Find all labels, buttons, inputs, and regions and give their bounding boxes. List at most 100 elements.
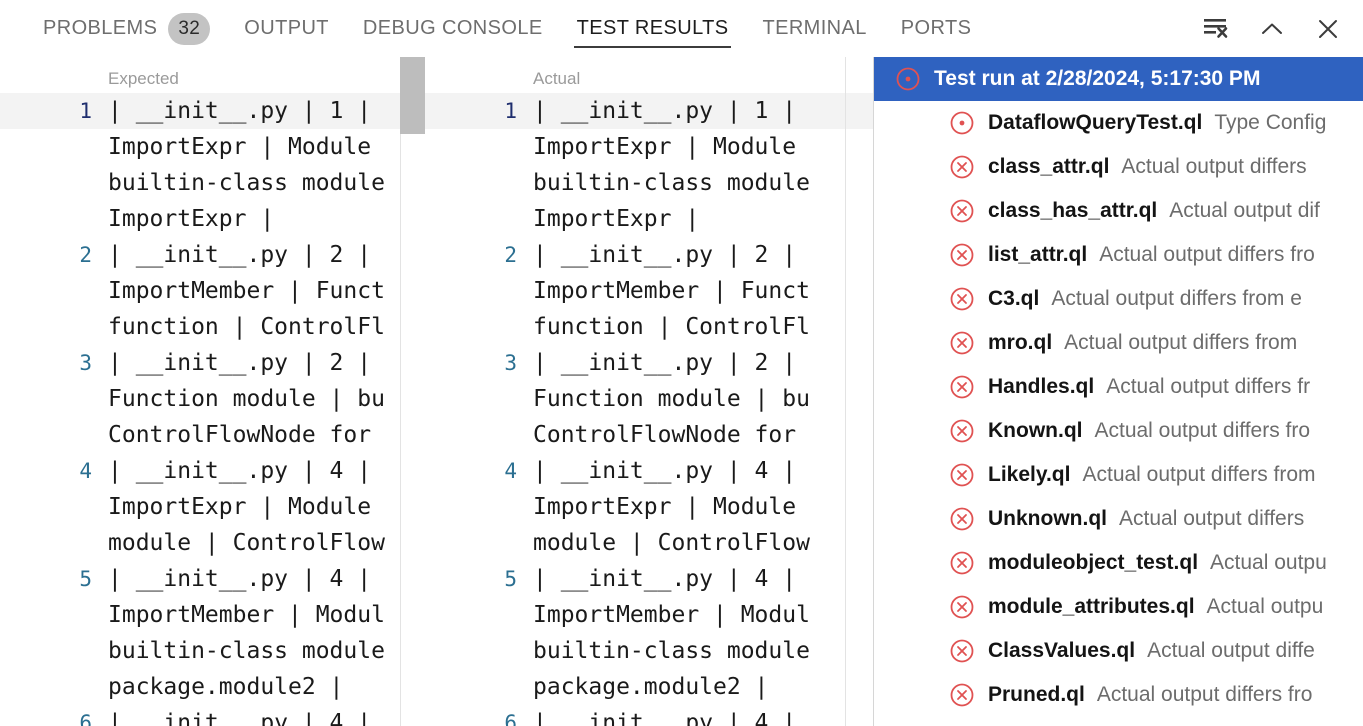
tab-debug-console[interactable]: DEBUG CONSOLE	[346, 0, 560, 57]
code-text: Function module | bu	[533, 386, 810, 412]
code-line: ImportExpr | Module	[0, 129, 425, 165]
code-text: ImportExpr | Module	[108, 134, 372, 160]
code-text: | __init__.py | 2 |	[533, 350, 797, 376]
test-item-class-attr-ql[interactable]: class_attr.ql Actual output differs	[874, 145, 1363, 189]
expected-diff-pane[interactable]: Expected 1| __init__.py | 1 |ImportExpr …	[0, 57, 425, 726]
circle-x-icon	[948, 373, 976, 401]
line-number: 6	[504, 711, 517, 726]
test-item-name: mro.ql	[988, 331, 1053, 354]
circle-x-icon	[948, 241, 976, 269]
code-line: ImportExpr | Module	[425, 489, 873, 525]
code-text: module | ControlFlow	[533, 530, 810, 556]
code-text: package.module2 |	[533, 674, 769, 700]
code-line: package.module2 |	[425, 669, 873, 705]
code-line: ImportMember | Modul	[0, 597, 425, 633]
code-text: package.module2 |	[108, 674, 344, 700]
code-text: function | ControlFl	[533, 314, 810, 340]
code-text: builtin-class module	[108, 638, 385, 664]
test-item-name: Likely.ql	[988, 463, 1071, 486]
tab-test-results[interactable]: TEST RESULTS	[560, 0, 746, 57]
code-text: ImportMember | Funct	[533, 278, 810, 304]
code-line: ImportMember | Modul	[425, 597, 873, 633]
code-text: builtin-class module	[533, 170, 810, 196]
code-text: | __init__.py | 2 |	[533, 242, 797, 268]
code-line: 6| __init__.py | 4 |	[425, 705, 873, 726]
test-item-name: class_attr.ql	[988, 155, 1110, 178]
test-run-root-item[interactable]: Test run at 2/28/2024, 5:17:30 PM	[874, 57, 1363, 101]
panel-toolbar-actions	[1199, 0, 1345, 57]
code-line: 2| __init__.py | 2 |	[0, 237, 425, 273]
code-line: builtin-class module	[0, 633, 425, 669]
code-line: 1| __init__.py | 1 |	[425, 93, 873, 129]
actual-pane-title: Actual	[533, 69, 581, 88]
test-item-message: Actual output differs fro	[1099, 243, 1315, 266]
circle-x-icon	[948, 153, 976, 181]
test-item-message: Type Config	[1214, 111, 1327, 134]
line-number: 3	[79, 351, 92, 375]
code-line: 2| __init__.py | 2 |	[425, 237, 873, 273]
test-item-c3-ql[interactable]: C3.ql Actual output differs from e	[874, 277, 1363, 321]
test-item-message: Actual outpu	[1210, 551, 1327, 574]
circle-x-icon	[948, 461, 976, 489]
tab-output[interactable]: OUTPUT	[227, 0, 346, 57]
line-number: 1	[79, 99, 92, 123]
tab-label: PORTS	[900, 17, 972, 39]
code-text: ControlFlowNode for	[533, 422, 797, 448]
circle-x-icon	[948, 637, 976, 665]
code-text: function | ControlFl	[108, 314, 385, 340]
tab-ports[interactable]: PORTS	[884, 0, 989, 57]
actual-diff-pane[interactable]: Actual 1| __init__.py | 1 | ImportExpr | …	[425, 57, 873, 726]
code-line: 5| __init__.py | 4 |	[425, 561, 873, 597]
panel-body: Expected 1| __init__.py | 1 |ImportExpr …	[0, 57, 1363, 726]
code-text: | __init__.py | 2 |	[108, 242, 372, 268]
test-item-name: ClassValues.ql	[988, 639, 1136, 662]
test-item-message: Actual output dif	[1169, 199, 1320, 222]
circle-x-icon	[948, 505, 976, 533]
tab-terminal[interactable]: TERMINAL	[745, 0, 883, 57]
actual-pane-guide	[845, 57, 846, 726]
clear-output-icon[interactable]	[1199, 12, 1233, 46]
code-text: ImportExpr |	[533, 206, 700, 232]
test-item-name: Test run at 2/28/2024, 5:17:30 PM	[934, 67, 1261, 90]
test-item-name: Unknown.ql	[988, 507, 1107, 530]
code-line: 4| __init__.py | 4 |	[0, 453, 425, 489]
close-icon[interactable]	[1311, 12, 1345, 46]
test-item-message: Actual output differs	[1121, 155, 1307, 178]
chevron-up-icon[interactable]	[1255, 12, 1289, 46]
code-text: ImportMember | Modul	[533, 602, 810, 628]
code-line: Function module | bu	[425, 381, 873, 417]
expected-pane-guide	[400, 57, 401, 726]
code-text: builtin-class module	[533, 638, 810, 664]
code-text: | __init__.py | 4 |	[108, 566, 372, 592]
test-item-message: Actual output differs fro	[1094, 419, 1311, 442]
test-item-message: Actual output differs from e	[1051, 287, 1302, 310]
test-item-classvalues-ql[interactable]: ClassValues.ql Actual output diffe	[874, 629, 1363, 673]
code-line: function | ControlFl	[0, 309, 425, 345]
test-item-name: C3.ql	[988, 287, 1040, 310]
code-line: 5| __init__.py | 4 |	[0, 561, 425, 597]
line-number: 1	[504, 99, 517, 123]
code-line: builtin-class module	[425, 165, 873, 201]
code-line: 4| __init__.py | 4 |	[425, 453, 873, 489]
test-results-tree[interactable]: Test run at 2/28/2024, 5:17:30 PM Dataflo…	[873, 57, 1363, 726]
test-item-message: Actual outpu	[1206, 595, 1324, 618]
code-line: 3| __init__.py | 2 |	[425, 345, 873, 381]
test-item-message: Actual output diffe	[1147, 639, 1315, 662]
expected-vertical-scrollbar[interactable]	[400, 57, 425, 726]
code-line: 3| __init__.py | 2 |	[0, 345, 425, 381]
tab-label: OUTPUT	[244, 17, 329, 39]
scrollbar-thumb[interactable]	[400, 57, 425, 134]
